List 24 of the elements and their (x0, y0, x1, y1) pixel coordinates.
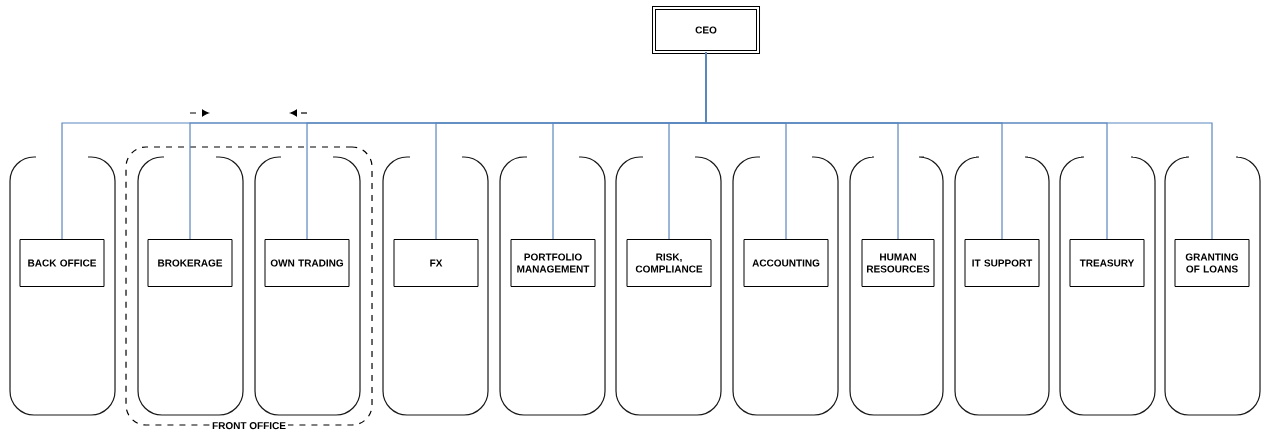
lane-frame (732, 156, 839, 416)
department-box: FX (393, 239, 479, 287)
lane-frame (615, 156, 722, 416)
lane-frame (499, 156, 606, 416)
department-box: HUMAN RESOURCES (861, 239, 935, 287)
department-box: GRANTING OF LOANS (1174, 239, 1250, 287)
lane-frame (849, 156, 944, 416)
department-box: OWN TRADING (264, 239, 350, 287)
lane-frame (9, 156, 116, 416)
lane-frame (254, 156, 361, 416)
department-box: TREASURY (1069, 239, 1145, 287)
lane-frame (137, 156, 244, 416)
connector-line (705, 51, 1213, 240)
department-box: RISK, COMPLIANCE (626, 239, 712, 287)
lane-frame (382, 156, 489, 416)
lane-frame (1059, 156, 1156, 416)
department-box: PORTFOLIO MANAGEMENT (510, 239, 596, 287)
ceo-box: CEO (652, 6, 760, 54)
lane-frame (1164, 156, 1261, 416)
department-box: BACK OFFICE (19, 239, 105, 287)
department-box: IT SUPPORT (964, 239, 1040, 287)
department-box: BROKERAGE (147, 239, 233, 287)
department-box: ACCOUNTING (743, 239, 829, 287)
lane-frame (954, 156, 1050, 416)
